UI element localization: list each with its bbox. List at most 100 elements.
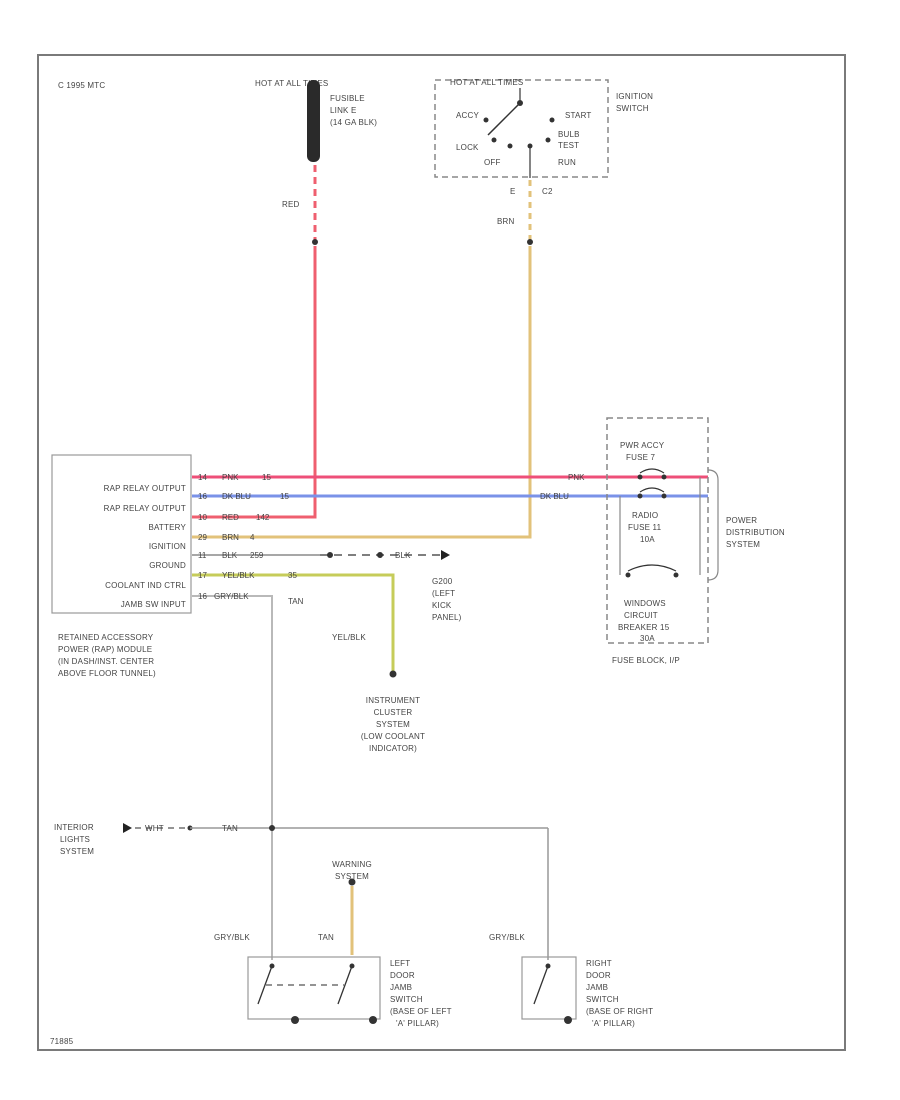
fuse-item-3: RADIO: [632, 511, 658, 520]
left-jamb-line-2: DOOR: [390, 971, 415, 980]
fusible-link-line-2: LINK E: [330, 106, 357, 115]
right-jamb-gnd: [564, 1016, 572, 1024]
ignition-connector: [527, 239, 533, 245]
fusible-link-hot-label: HOT AT ALL TIMES: [255, 79, 328, 88]
coolant-wire-label: YEL/BLK: [332, 633, 366, 642]
ignition-contact-off: [507, 143, 513, 149]
ground-terminal-icon: [441, 550, 450, 560]
breaker-contact-right: [673, 572, 679, 578]
ground-line-1: G200: [432, 577, 453, 586]
ignition-contact-accy: [483, 117, 489, 123]
ignition-pos-test: TEST: [558, 141, 579, 150]
il-splice: [269, 825, 275, 831]
rap-pin-label-1: RAP RELAY OUTPUT: [104, 484, 186, 493]
rap-module-box: [51, 454, 192, 614]
left-jamb-line-6: 'A' PILLAR): [396, 1019, 439, 1028]
ground-connector-2: [377, 552, 383, 558]
pin4-wire: BRN: [222, 533, 239, 542]
ic-line-2: CLUSTER: [374, 708, 413, 717]
rap-pin-label-7: JAMB SW INPUT: [121, 600, 186, 609]
left-jamb-switch: GRY/BLK LEFT DOOR JAMB SWITCH (BASE OF L…: [214, 933, 452, 1028]
pds-line-2: DISTRIBUTION: [726, 528, 785, 537]
figure-id: 71885: [50, 1037, 74, 1046]
fuse-block-title: FUSE BLOCK, I/P: [612, 656, 680, 665]
ignition-switch-arm: [487, 102, 521, 136]
rap-caption-3: (IN DASH/INST. CENTER: [58, 657, 154, 666]
interior-lights: INTERIOR LIGHTS SYSTEM WHT TAN: [54, 823, 549, 960]
rap-caption-1: RETAINED ACCESSORY: [58, 633, 154, 642]
ignition-terminal-c2: C2: [542, 187, 553, 196]
ignition-contact-start: [549, 117, 555, 123]
pin4-num: 29: [198, 533, 207, 542]
right-jamb-switch: GRY/BLK RIGHT DOOR JAMB SWITCH (BASE OF …: [489, 933, 653, 1028]
pds-line-1: POWER: [726, 516, 757, 525]
ground-wire-label: BLK: [395, 551, 411, 560]
right-jamb-line-1: RIGHT: [586, 959, 612, 968]
coolant-connector: [389, 670, 397, 678]
pin3-num: 10: [198, 513, 207, 522]
pin3-circuit: 142: [256, 513, 270, 522]
pin7-wire: GRY/BLK: [214, 592, 249, 601]
ground-line-2: (LEFT: [432, 589, 455, 598]
warning-line-2: SYSTEM: [335, 872, 369, 881]
il-wire1-label: WHT: [145, 824, 164, 833]
ignition-hot-label: HOT AT ALL TIMES: [450, 78, 523, 87]
ignition-pos-start: START: [565, 111, 591, 120]
breaker-contact-left: [625, 572, 631, 578]
fuse11-element: [639, 487, 665, 493]
rap-pin-wire-tags: 14 PNK 15 16 DK BLU 15 10 RED 142 29 BRN…: [198, 473, 304, 606]
il-line-3: SYSTEM: [60, 847, 94, 856]
il-line-1: INTERIOR: [54, 823, 94, 832]
ignition-switch-box: [434, 79, 609, 178]
pin7-circuit: TAN: [288, 597, 304, 606]
fuse7-contact-left: [637, 474, 643, 480]
right-jamb-line-5: (BASE OF RIGHT: [586, 1007, 653, 1016]
left-jamb-line-1: LEFT: [390, 959, 410, 968]
fuse-item-1: PWR ACCY: [620, 441, 665, 450]
dkblu-wire-tag: DK BLU: [540, 492, 569, 501]
fuse-item-8: BREAKER 15: [618, 623, 670, 632]
fuse-item-2: FUSE 7: [626, 453, 656, 462]
warning-line-1: WARNING: [332, 860, 372, 869]
il-wire2-label: TAN: [222, 824, 238, 833]
fuse-block-box: [606, 417, 709, 644]
ic-line-1: INSTRUMENT: [366, 696, 420, 705]
breaker-element: [627, 564, 677, 572]
fuse-item-4: FUSE 11: [628, 523, 662, 532]
rap-pin-label-6: COOLANT IND CTRL: [105, 581, 186, 590]
fuse7-element: [639, 468, 665, 474]
left-jamb-gnd-2: [369, 1016, 377, 1024]
left-jamb-line-4: SWITCH: [390, 995, 423, 1004]
left-jamb-gnd-1: [291, 1016, 299, 1024]
ignition-title-2: SWITCH: [616, 104, 649, 113]
pin6-circuit: 35: [288, 571, 297, 580]
fusible-link-wire-label: RED: [282, 200, 300, 209]
pin5-circuit: 259: [250, 551, 264, 560]
copyright-text: C 1995 MTC: [58, 81, 105, 90]
fusible-link-body: [307, 80, 320, 162]
fuse-item-6: WINDOWS: [624, 599, 666, 608]
pin4-circuit: 4: [250, 533, 255, 542]
pin2-circuit: 15: [280, 492, 289, 501]
rap-caption-4: ABOVE FLOOR TUNNEL): [58, 669, 156, 678]
ground-connector-1: [327, 552, 333, 558]
pin7-num: 16: [198, 592, 207, 601]
rap-pin-label-2: RAP RELAY OUTPUT: [104, 504, 186, 513]
pin2-num: 16: [198, 492, 207, 501]
ignition-contact-lock: [491, 137, 497, 143]
left-jamb-wire-label: GRY/BLK: [214, 933, 250, 942]
pds-line-3: SYSTEM: [726, 540, 760, 549]
ignition-contact-bulb: [545, 137, 551, 143]
right-jamb-box: [521, 956, 577, 1020]
left-jamb-arm-2: [337, 965, 353, 1005]
fuse-item-7: CIRCUIT: [624, 611, 658, 620]
rap-pin-label-3: BATTERY: [148, 523, 186, 532]
left-jamb-line-5: (BASE OF LEFT: [390, 1007, 452, 1016]
ground-line-3: KICK: [432, 601, 452, 610]
ignition-pos-off: OFF: [484, 158, 501, 167]
fuse-item-9: 30A: [640, 634, 655, 643]
left-jamb-line-3: JAMB: [390, 983, 412, 992]
pin6-num: 17: [198, 571, 207, 580]
ignition-pos-lock: LOCK: [456, 143, 479, 152]
